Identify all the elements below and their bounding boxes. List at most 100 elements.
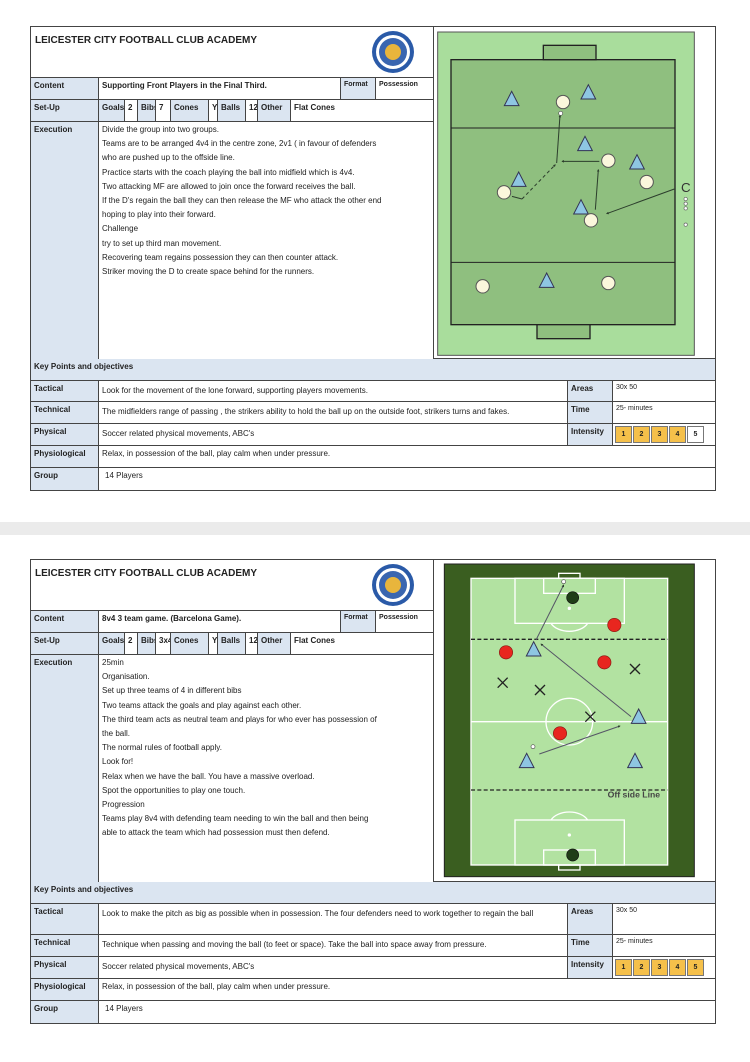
- player-triangle: [518, 752, 535, 769]
- intensity-label: Intensity: [568, 424, 613, 445]
- club-logo: [371, 563, 415, 612]
- execution-line: Organisation.: [102, 672, 150, 682]
- execution-line: Relax when we have the ball. You have a …: [102, 771, 315, 781]
- technical-label: Technical: [31, 402, 99, 423]
- execution-line: Spot the opportunities to play one touch…: [102, 785, 246, 795]
- setup-other-label: Other: [258, 100, 291, 121]
- academy-title: LEICESTER CITY FOOTBALL CLUB ACADEMY: [35, 568, 258, 579]
- academy-title: LEICESTER CITY FOOTBALL CLUB ACADEMY: [35, 35, 258, 46]
- execution-line: Teams are to be arranged 4v4 in the cent…: [102, 139, 377, 149]
- group-value: 14 Players: [105, 1004, 143, 1013]
- technical-value: The midfielders range of passing , the s…: [99, 402, 568, 423]
- physiological-label: Physiological: [31, 979, 99, 1000]
- execution-line: Two attacking MF are allowed to join onc…: [102, 181, 356, 191]
- execution-line: Striker moving the D to create space beh…: [102, 267, 315, 277]
- movement-arrow: [521, 164, 556, 200]
- physical-label: Physical: [31, 424, 99, 445]
- execution-line: Teams play 8v4 with defending team needi…: [102, 814, 369, 824]
- setup-balls-label: Balls: [218, 633, 246, 654]
- areas-value: 30x 50: [616, 384, 638, 391]
- ball-icon: [683, 197, 688, 201]
- setup-label: Set-Up: [31, 100, 99, 121]
- group-label: Group: [31, 1001, 99, 1023]
- session-diagram-1: C: [437, 31, 695, 356]
- movement-arrow: [556, 114, 562, 164]
- goalkeeper-icon: [566, 591, 579, 604]
- player-circle: [601, 153, 616, 168]
- execution-line: Two teams attack the goals and play agai…: [102, 700, 302, 710]
- title-row: LEICESTER CITY FOOTBALL CLUB ACADEMY: [31, 560, 433, 611]
- setup-cones-label: Cones: [171, 633, 209, 654]
- intensity-level-4: 4: [669, 959, 686, 976]
- technical-label: Technical: [31, 935, 99, 956]
- setup-goals-label: Goals: [99, 100, 125, 121]
- key-points-header: Key Points and objectives: [31, 359, 715, 381]
- player-triangle: [628, 153, 646, 170]
- areas-value: 30x 50: [616, 907, 638, 914]
- time-value: 25- minutes: [616, 405, 653, 412]
- setup-cones-value: Y: [209, 100, 218, 121]
- setup-other-label: Other: [258, 633, 291, 654]
- player-circle: [475, 279, 490, 294]
- execution-label: Execution: [31, 655, 99, 883]
- player-triangle: [626, 752, 644, 769]
- ball-icon: [683, 222, 688, 227]
- setup-cones-label: Cones: [171, 100, 209, 121]
- movement-line: [511, 195, 523, 200]
- player-cross: [497, 677, 509, 689]
- intensity-level-2: 2: [633, 426, 650, 443]
- tactical-value: Look for the movement of the lone forwar…: [99, 381, 568, 401]
- setup-balls-value: 12: [246, 633, 258, 654]
- execution-line: The normal rules of football apply.: [102, 743, 222, 753]
- diagram-frame: [433, 27, 715, 359]
- title-row: LEICESTER CITY FOOTBALL CLUB ACADEMY: [31, 27, 433, 78]
- format-label: Format: [341, 78, 376, 99]
- physiological-label: Physiological: [31, 446, 99, 467]
- time-value: 25- minutes: [616, 938, 653, 945]
- key-points-header: Key Points and objectives: [31, 882, 715, 904]
- time-label: Time: [568, 402, 613, 423]
- physical-label: Physical: [31, 957, 99, 978]
- execution-line: Challenge: [102, 224, 139, 234]
- execution-line: try to set up third man movement.: [102, 238, 222, 248]
- intensity-level-5: 5: [687, 426, 704, 443]
- player-circle: [555, 94, 571, 110]
- intensity-level-5: 5: [687, 959, 704, 976]
- execution-line: the ball.: [102, 729, 131, 739]
- goalkeeper-icon: [566, 848, 579, 862]
- setup-other-value: Flat Cones: [294, 103, 335, 112]
- player-circle: [583, 213, 599, 228]
- physical-value: Soccer related physical movements, ABC's: [99, 424, 568, 445]
- player-triangle: [630, 707, 647, 724]
- tactical-label: Tactical: [31, 904, 99, 934]
- content-label: Content: [31, 611, 99, 632]
- execution-line: Divide the group into two groups.: [102, 125, 219, 134]
- setup-label: Set-Up: [31, 633, 99, 654]
- player-red: [597, 655, 612, 670]
- execution-line: hoping to play into their forward.: [102, 210, 216, 220]
- setup-goals-value: 2: [125, 100, 138, 121]
- intensity-label: Intensity: [568, 957, 613, 978]
- execution-line: Progression: [102, 800, 145, 810]
- key-points-title: Key Points and objectives: [31, 359, 715, 380]
- diagram-frame: [433, 560, 715, 882]
- tactical-label: Tactical: [31, 381, 99, 401]
- player-circle: [496, 185, 512, 200]
- penalty-spot: [567, 606, 571, 610]
- physical-value: Soccer related physical movements, ABC's: [99, 957, 568, 978]
- physiological-value: Relax, in possession of the ball, play c…: [102, 449, 331, 458]
- intensity-level-1: 1: [615, 426, 632, 443]
- goal-top: [542, 44, 597, 61]
- ball-icon: [558, 111, 563, 116]
- setup-row: Set-UpGoals2Bibs3x4ConesYBalls12OtherFla…: [31, 633, 433, 655]
- technical-value: Technique when passing and moving the ba…: [99, 935, 568, 956]
